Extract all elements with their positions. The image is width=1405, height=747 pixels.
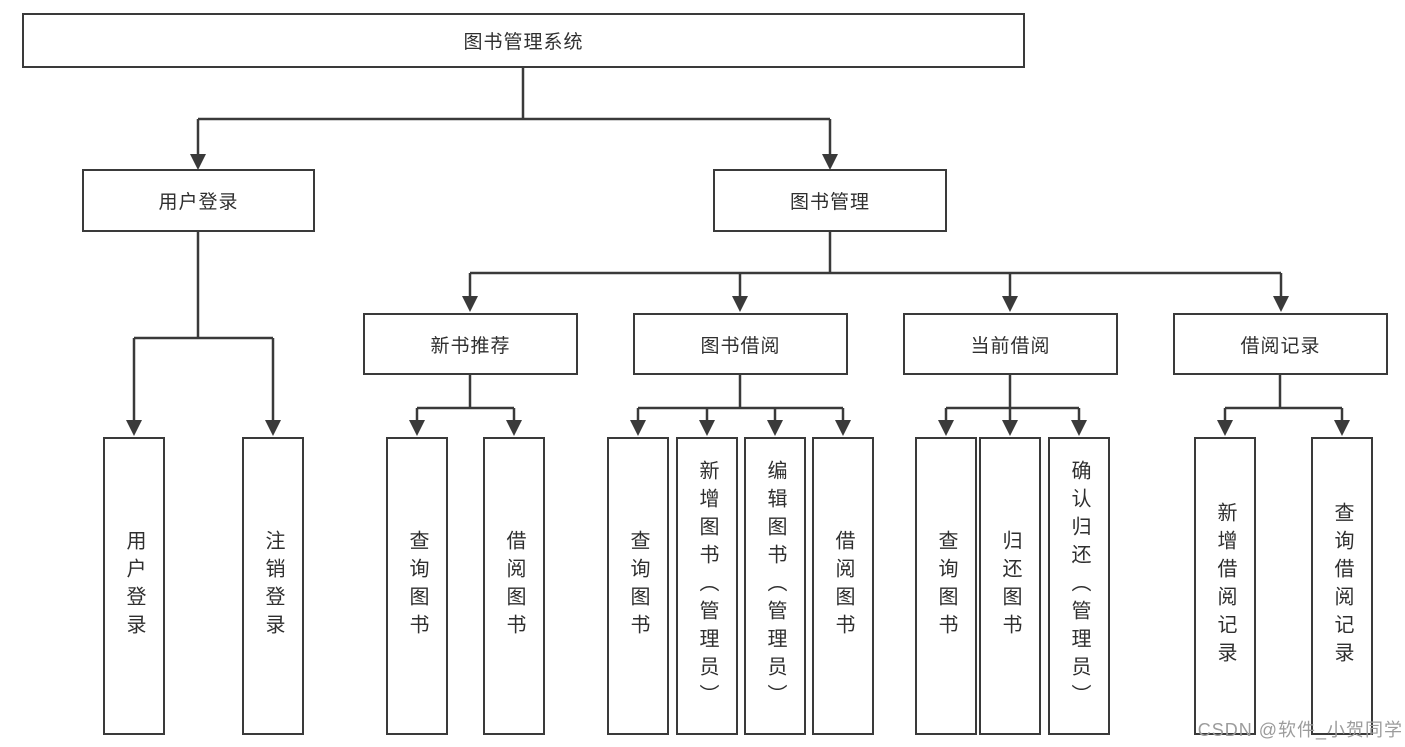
leaf-confirm-return-admin: 确认归还（管理员） <box>1048 437 1110 735</box>
node-book-borrow-label: 图书借阅 <box>700 335 781 357</box>
edge-login-split <box>132 232 275 421</box>
leaf-logout: 注销登录 <box>242 437 304 735</box>
arrow-to-leaf <box>835 420 851 436</box>
arrow-to-leaf <box>126 420 142 436</box>
leaf-borrow-books-label: 借阅图书 <box>832 530 854 642</box>
arrowheads <box>126 154 1350 436</box>
leaf-logout-label: 注销登录 <box>262 530 284 642</box>
arrow-to-records <box>1273 296 1289 312</box>
leaf-query-books-recommend-label: 查询图书 <box>406 530 428 642</box>
arrow-to-leaf <box>265 420 281 436</box>
arrow-to-current <box>1002 296 1018 312</box>
arrow-to-leaf <box>1334 420 1350 436</box>
arrow-to-leaf <box>506 420 522 436</box>
arrow-to-login <box>190 154 206 170</box>
leaf-add-book-admin-label: 新增图书（管理员） <box>696 460 718 712</box>
node-user-login: 用户登录 <box>82 169 315 232</box>
edge-records-split <box>1223 375 1344 422</box>
leaf-borrow-books-recommend-label: 借阅图书 <box>503 530 525 642</box>
node-book-borrow: 图书借阅 <box>633 313 848 375</box>
leaf-user-login-label: 用户登录 <box>123 530 145 642</box>
arrow-to-leaf <box>1002 420 1018 436</box>
leaf-return-book: 归还图书 <box>979 437 1041 735</box>
leaf-add-borrow-record-label: 新增借阅记录 <box>1214 502 1236 670</box>
arrow-to-leaf <box>1217 420 1233 436</box>
leaf-query-books-current: 查询图书 <box>915 437 977 735</box>
node-borrow-records-label: 借阅记录 <box>1240 335 1321 357</box>
leaf-add-book-admin: 新增图书（管理员） <box>676 437 738 735</box>
arrow-to-recommend <box>462 296 478 312</box>
edge-current-split <box>944 375 1081 422</box>
leaf-query-books-borrow-label: 查询图书 <box>627 530 649 642</box>
leaf-user-login: 用户登录 <box>103 437 165 735</box>
arrow-to-leaf <box>409 420 425 436</box>
leaf-borrow-books-recommend: 借阅图书 <box>483 437 545 735</box>
csdn-watermark: CSDN @软件_小贺同学 <box>1197 720 1403 740</box>
arrow-to-leaf <box>938 420 954 436</box>
arrow-to-leaf <box>699 420 715 436</box>
node-book-management: 图书管理 <box>713 169 947 232</box>
leaf-query-borrow-record: 查询借阅记录 <box>1311 437 1373 735</box>
edge-recommend-split <box>415 375 516 422</box>
node-new-book-recommend-label: 新书推荐 <box>430 335 511 357</box>
leaf-query-borrow-record-label: 查询借阅记录 <box>1331 502 1353 670</box>
edge-borrow-split <box>636 375 845 422</box>
leaf-query-books-borrow: 查询图书 <box>607 437 669 735</box>
leaf-query-books-recommend: 查询图书 <box>386 437 448 735</box>
node-user-login-label: 用户登录 <box>158 192 239 213</box>
arrow-to-mgmt <box>822 154 838 170</box>
node-root: 图书管理系统 <box>22 13 1025 68</box>
node-new-book-recommend: 新书推荐 <box>363 313 578 375</box>
edge-root-split <box>196 68 832 156</box>
node-book-management-label: 图书管理 <box>789 192 870 213</box>
leaf-return-book-label: 归还图书 <box>999 530 1021 642</box>
node-current-borrow: 当前借阅 <box>903 313 1118 375</box>
arrow-to-borrow <box>732 296 748 312</box>
leaf-edit-book-admin-label: 编辑图书（管理员） <box>764 460 786 712</box>
node-borrow-records: 借阅记录 <box>1173 313 1388 375</box>
edge-mgmt-split <box>468 232 1283 297</box>
node-root-label: 图书管理系统 <box>463 32 584 53</box>
arrow-to-leaf <box>767 420 783 436</box>
leaf-edit-book-admin: 编辑图书（管理员） <box>744 437 806 735</box>
node-current-borrow-label: 当前借阅 <box>970 335 1051 357</box>
arrow-to-leaf <box>630 420 646 436</box>
arrow-to-leaf <box>1071 420 1087 436</box>
leaf-add-borrow-record: 新增借阅记录 <box>1194 437 1256 735</box>
leaf-query-books-current-label: 查询图书 <box>935 530 957 642</box>
leaf-borrow-books: 借阅图书 <box>812 437 874 735</box>
leaf-confirm-return-admin-label: 确认归还（管理员） <box>1068 460 1090 712</box>
